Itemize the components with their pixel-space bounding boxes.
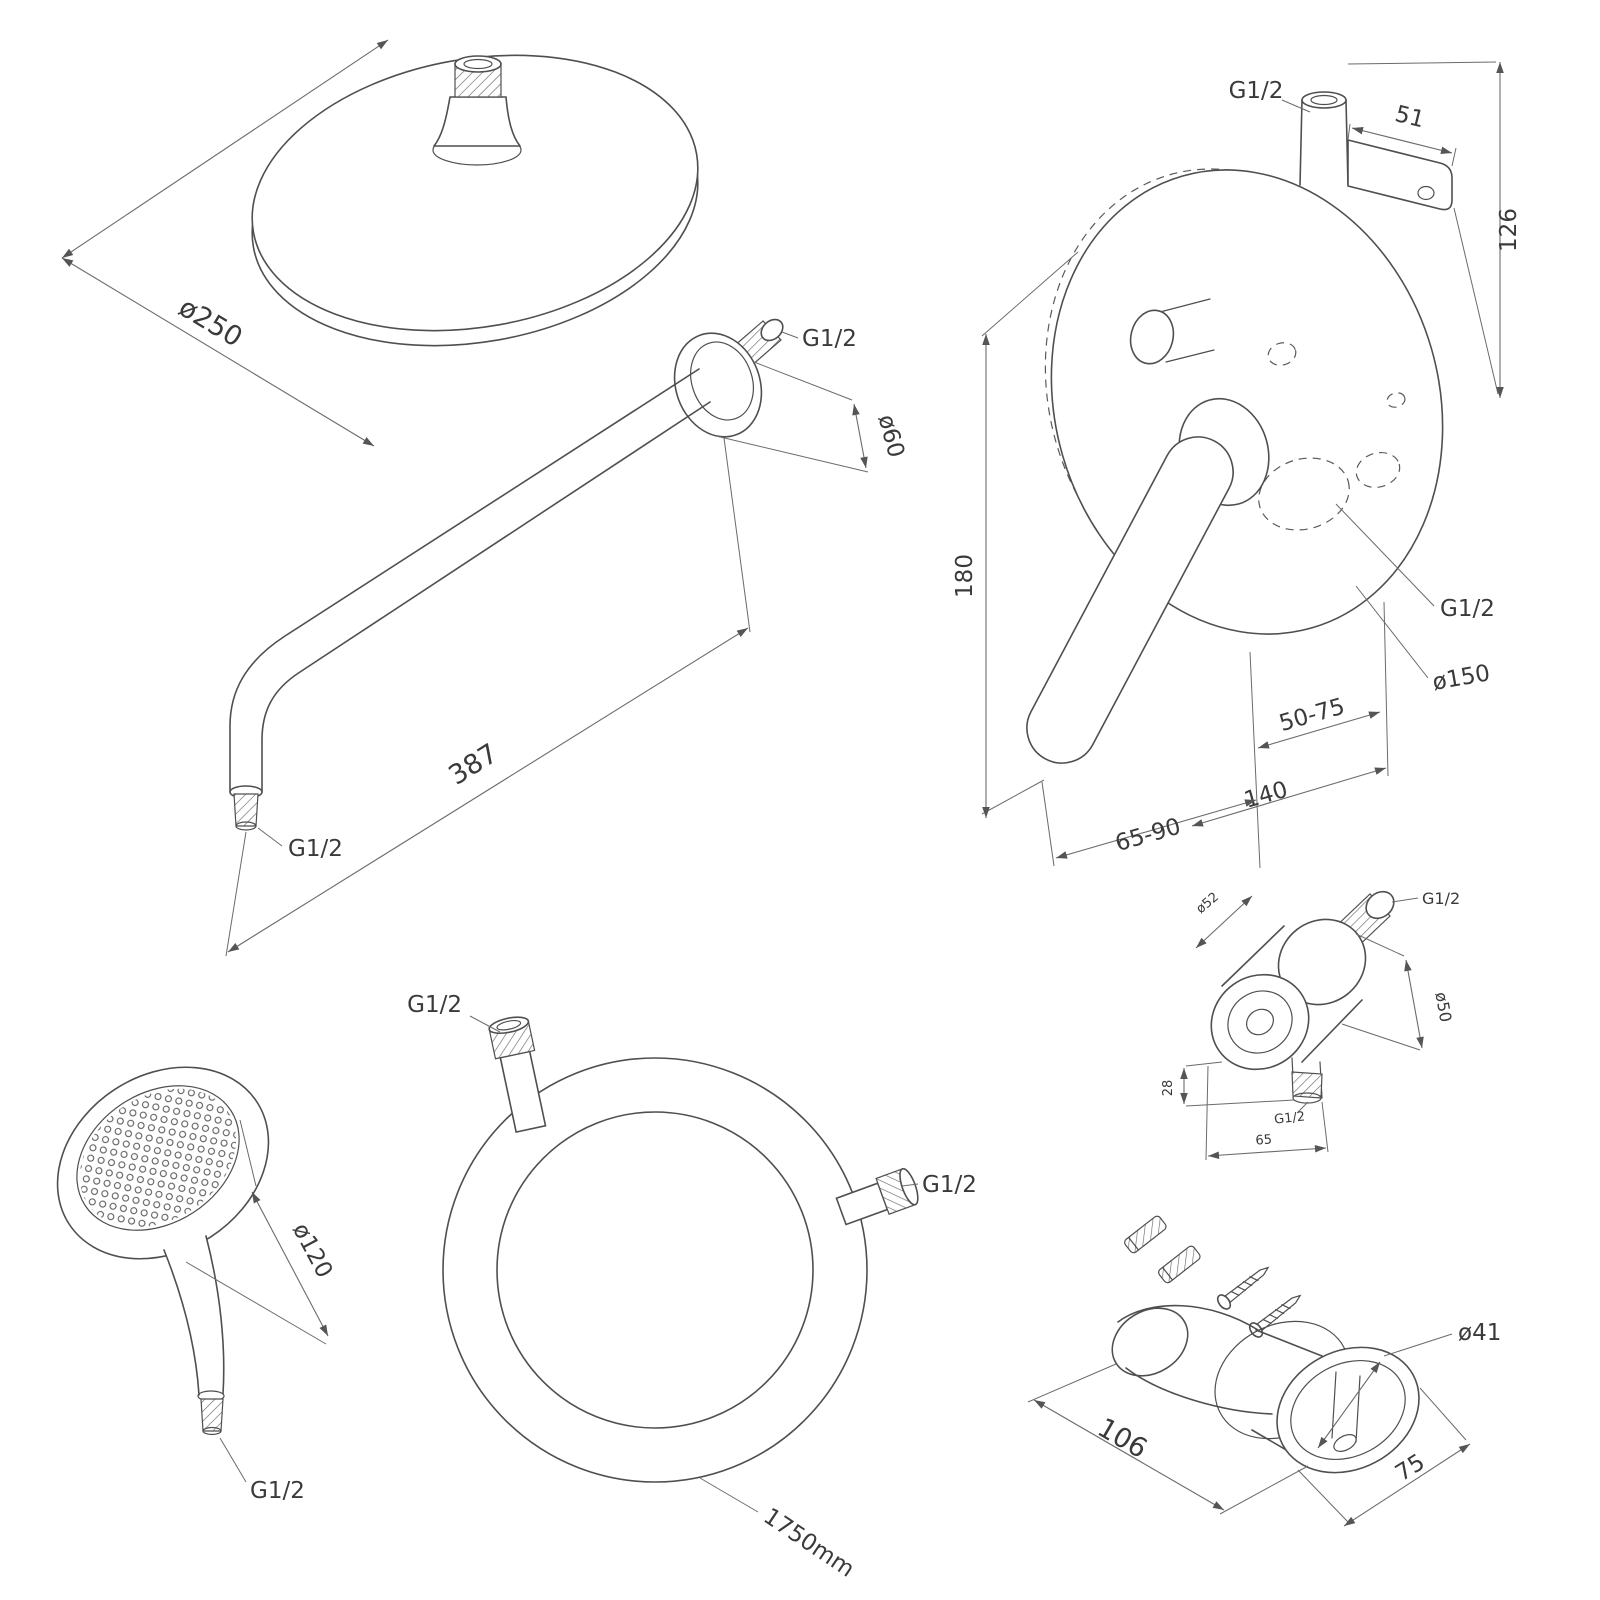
label-outlet-width: 65 [1255, 1132, 1273, 1148]
screw [1216, 1266, 1270, 1310]
outlet-width-dimension: 65 [1205, 1065, 1329, 1161]
label-outlet-offset-height: 28 [1161, 1080, 1176, 1097]
label-mixer-width: 140 [1241, 777, 1290, 814]
label-arm-wall-thread: G1/2 [802, 326, 857, 352]
hose-thread-side-callout: G1/2 [901, 1172, 977, 1198]
wall-plug [1124, 1215, 1167, 1254]
handshower-thread-callout: G1/2 [219, 1437, 305, 1504]
outlet-body-diameter-dimension: ø50 [1341, 933, 1455, 1051]
label-outlet-top-thread: G1/2 [1422, 889, 1460, 908]
label-holder-cup-diameter: ø41 [1458, 1320, 1501, 1346]
label-outlet-bottom-thread: G1/2 [1273, 1109, 1305, 1127]
hose-thread-top-callout: G1/2 [407, 992, 501, 1033]
mixer-outlet-thread-callout: G1/2 [1335, 503, 1495, 622]
label-arm-length: 387 [443, 738, 503, 792]
wall-plug [1158, 1245, 1201, 1284]
label-arm-outlet-thread: G1/2 [288, 836, 343, 862]
shower-arm-figure: G1/2 ø60 387 G1/2 [225, 318, 909, 957]
label-handshower-thread: G1/2 [250, 1478, 305, 1504]
hose-figure: G1/2 G1/2 1750mm [407, 992, 977, 1583]
outlet-offset-height-dimension: 28 [1161, 1061, 1295, 1107]
mixer-upper-height-dimension: 126 [1347, 61, 1522, 398]
label-mixer-handle-projection: 65-90 [1112, 814, 1183, 857]
outlet-flange-diameter-dimension: ø52 [1194, 890, 1253, 949]
outlet-top-thread-callout: G1/2 [1391, 889, 1460, 908]
label-overhead-diameter: ø250 [173, 292, 247, 354]
label-outlet-flange-diameter: ø52 [1194, 890, 1222, 917]
label-hose-thread-top: G1/2 [407, 992, 462, 1018]
outlet-bottom-thread-callout: G1/2 [1273, 1101, 1309, 1128]
wall-outlet-figure: G1/2 ø52 ø50 28 G1/2 65 [1161, 889, 1460, 1161]
hand-shower-figure: ø120 G1/2 [56, 1066, 337, 1504]
arm-wall-thread-callout: G1/2 [781, 326, 857, 352]
arm-length-dimension: 387 [225, 437, 751, 957]
label-arm-flange-diameter: ø60 [873, 412, 909, 461]
holder-cup-diameter-dimension: ø41 [1317, 1320, 1501, 1449]
label-mixer-bracket-depth: 51 [1392, 101, 1427, 133]
mixer-top-thread-callout: G1/2 [1229, 78, 1311, 113]
label-mixer-top-thread: G1/2 [1229, 78, 1284, 104]
arm-outlet-thread-callout: G1/2 [257, 827, 343, 862]
label-mixer-upper-height: 126 [1496, 208, 1522, 252]
mixer-total-height-dimension: 180 [952, 251, 1079, 818]
label-mixer-outlet-thread: G1/2 [1440, 596, 1495, 622]
mixer-figure: G1/2 51 126 180 G1/2 ø150 [952, 61, 1522, 869]
overhead-shower-figure: ø250 [61, 39, 699, 447]
label-mixer-mount-depth: 50-75 [1276, 694, 1347, 737]
label-holder-depth: 75 [1391, 1449, 1430, 1487]
label-hose-length: 1750mm [759, 1503, 859, 1582]
label-mixer-plate-diameter: ø150 [1431, 660, 1493, 696]
holder-figure: ø41 106 75 [1027, 1215, 1501, 1527]
hose-length-callout: 1750mm [699, 1477, 859, 1583]
label-mixer-total-height: 180 [952, 554, 978, 598]
label-holder-length: 106 [1092, 1412, 1152, 1465]
label-hose-thread-side: G1/2 [922, 1172, 977, 1198]
label-outlet-body-diameter: ø50 [1431, 991, 1455, 1024]
